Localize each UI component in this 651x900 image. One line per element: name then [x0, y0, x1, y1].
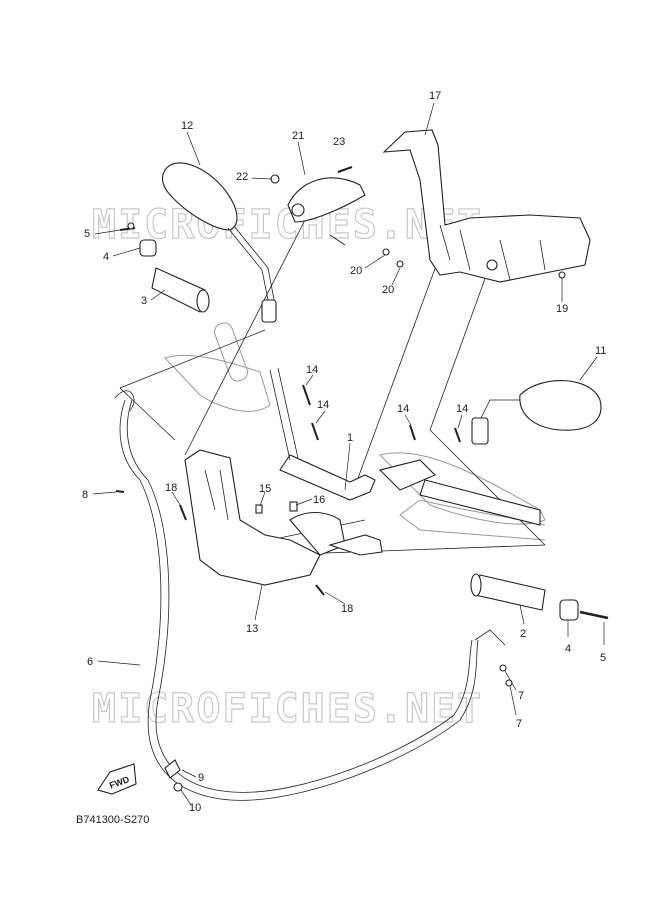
mirror-left: [161, 162, 277, 323]
clamp-9: [164, 759, 181, 779]
reference-lines: [119, 219, 546, 556]
callout-20-a: 20: [350, 265, 362, 277]
watermark-bottom: MICROFICHES.NET: [92, 686, 483, 732]
screw-5-top: [119, 222, 136, 231]
callout-5-bottom: 5: [600, 652, 606, 664]
screw-5-bottom: [579, 610, 609, 620]
callout-9: 9: [198, 772, 204, 784]
callout-labels: 17 12 21 23 22 5 4 3 20 20 19 11 14 14 1…: [82, 90, 606, 814]
callout-4-top: 4: [103, 251, 109, 263]
bolts-14: [302, 384, 461, 443]
callout-6: 6: [87, 656, 93, 668]
callout-14-d: 14: [456, 403, 468, 415]
callout-18-b: 18: [341, 603, 353, 615]
callout-4-bottom: 4: [565, 643, 571, 655]
callout-7-b: 7: [516, 718, 522, 730]
callout-14-c: 14: [397, 403, 409, 415]
clip-23: [337, 166, 353, 173]
callout-21: 21: [292, 130, 304, 142]
callout-5-top: 5: [84, 228, 90, 240]
callout-14-b: 14: [317, 399, 329, 411]
callout-18-a: 18: [165, 482, 177, 494]
callout-16: 16: [313, 494, 325, 506]
screw-8: [115, 490, 125, 493]
callout-7-a: 7: [518, 690, 524, 702]
handlebar: [269, 367, 541, 526]
screw-18-left: [179, 504, 187, 521]
forward-arrow-icon: FWD: [97, 763, 137, 795]
weight-4-top: [139, 239, 157, 257]
callout-15: 15: [259, 483, 271, 495]
nut-16: [289, 501, 298, 512]
callout-3: 3: [141, 295, 147, 307]
callout-leaders: [92, 102, 605, 806]
watermark-top: MICROFICHES.NET: [92, 202, 483, 248]
front-handlebar-cover: [184, 449, 321, 586]
grip-2: [470, 573, 546, 611]
callout-11: 11: [595, 345, 606, 357]
screw-10: [173, 782, 183, 792]
screw-22: [270, 174, 280, 184]
cover-21: [287, 177, 366, 223]
screws-7: [499, 664, 513, 687]
rear-handlebar-cover: [382, 129, 591, 283]
grip-3: [151, 267, 210, 313]
callout-8: 8: [82, 489, 88, 501]
diagram-code: B741300-S270: [76, 814, 149, 826]
callout-12: 12: [181, 120, 193, 132]
callout-23: 23: [333, 136, 345, 148]
callout-14-a: 14: [306, 364, 318, 376]
screw-18-right: [315, 584, 325, 596]
callout-19: 19: [556, 303, 568, 315]
mirror-right: [471, 380, 602, 445]
callout-2: 2: [520, 628, 526, 640]
weight-4-bottom: [559, 599, 579, 621]
brake-cable: [114, 390, 506, 801]
callout-1: 1: [347, 432, 353, 444]
callout-20-b: 20: [382, 284, 394, 296]
callout-22: 22: [236, 171, 248, 183]
nut-15: [255, 504, 263, 514]
bracket: [328, 534, 383, 556]
callout-17: 17: [429, 90, 441, 102]
washer-19: [558, 271, 566, 279]
callout-10: 10: [189, 802, 201, 814]
callout-13: 13: [246, 623, 258, 635]
clips-20: [382, 248, 404, 268]
